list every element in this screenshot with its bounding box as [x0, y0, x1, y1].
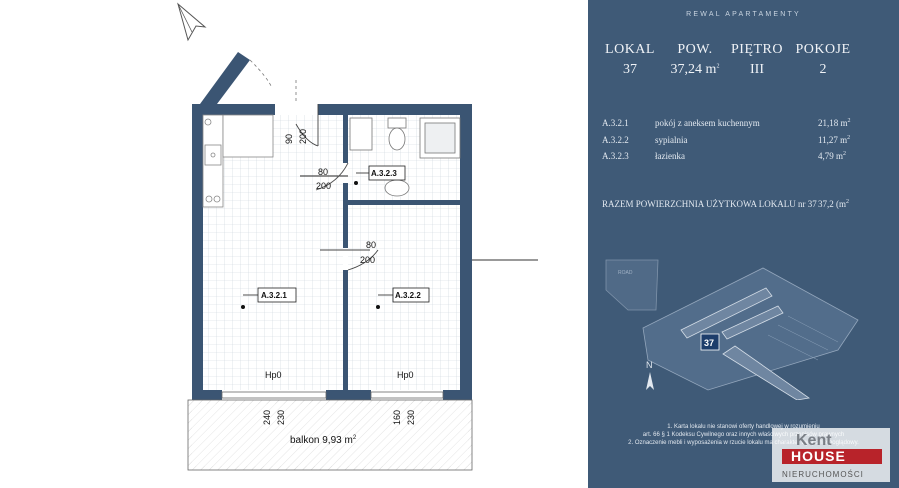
room-tag-1: A.3.2.1 — [241, 287, 297, 309]
unit-marker-label: 37 — [704, 338, 714, 348]
lokal-label: LOKAL — [605, 42, 655, 57]
kitchen-counter — [202, 114, 274, 208]
brand-title: REWAL APARTAMENTY — [686, 11, 801, 18]
total-area-value: 37,2 (m2 — [818, 199, 849, 209]
door-1-width: 90 — [284, 134, 294, 144]
door-2-width: 80 — [318, 167, 328, 177]
pow-label: POW. — [677, 42, 713, 57]
pow-value: 37,24 m2 — [670, 62, 720, 77]
site-map-road-label: ROAD — [618, 270, 633, 276]
door-3-height: 200 — [360, 255, 375, 265]
kent-house-logo: Kent HOUSE NIERUCHOMOŚCI — [772, 428, 890, 482]
compass-arrow-icon — [177, 2, 207, 42]
balcony-dim-2: 230 — [276, 410, 286, 425]
pokoje-column: POKOJE 2 — [788, 42, 858, 78]
balcony-dim-1: 240 — [262, 410, 272, 425]
lokal-column: LOKAL 37 — [595, 42, 665, 78]
room-tag-3: A.3.2.3 — [354, 165, 406, 185]
balcony — [187, 399, 473, 471]
apartment-info-panel: REWAL APARTAMENTY LOKAL 37 POW. 37,24 m2… — [588, 0, 899, 488]
walls — [192, 104, 472, 400]
door-2-height: 200 — [316, 181, 331, 191]
main-room-floor — [203, 115, 343, 390]
north-arrow-icon — [646, 372, 654, 390]
site-map: ROAD 37 N — [605, 259, 859, 400]
door-1-height: 200 — [298, 129, 308, 144]
bathroom-fixtures — [349, 117, 461, 197]
lokal-value: 37 — [623, 62, 637, 77]
svg-text:NIERUCHOMOŚCI: NIERUCHOMOŚCI — [782, 470, 864, 479]
unit-marker — [700, 333, 720, 351]
pietro-value: III — [750, 62, 764, 77]
pokoje-value: 2 — [819, 62, 827, 77]
floor-plan: 90 200 80 200 80 200 A.3.2.1 A.3.2.2 A.3… — [177, 2, 538, 471]
svg-text:A.3.2.2: A.3.2.2 — [395, 291, 421, 300]
window-label-1: Hp0 — [265, 370, 282, 380]
room-tag-2: A.3.2.2 — [376, 287, 430, 309]
windows — [221, 391, 444, 399]
door-3-width: 80 — [366, 240, 376, 250]
svg-text:Kent: Kent — [796, 432, 832, 449]
balcony-dim-3: 160 — [392, 410, 402, 425]
svg-text:A.3.2.3: A.3.2.3 — [371, 169, 397, 178]
pietro-column: PIĘTRO III — [722, 42, 792, 78]
wall-stub — [200, 52, 273, 108]
pietro-label: PIĘTRO — [731, 42, 783, 57]
svg-text:A.3.2.1: A.3.2.1 — [261, 291, 287, 300]
balcony-dim-4: 230 — [406, 410, 416, 425]
legal-notes: 1. Karta lokalu nie stanowi oferty handl… — [628, 424, 859, 446]
balcony-label: balkon 9,93 m2 — [290, 435, 357, 446]
pow-column: POW. 37,24 m2 — [660, 42, 730, 78]
pokoje-label: POKOJE — [795, 42, 851, 57]
north-label: N — [646, 360, 653, 370]
svg-text:HOUSE: HOUSE — [791, 448, 846, 464]
total-area-label: RAZEM POWIERZCHNIA UŻYTKOWA LOKALU nr 37 — [602, 199, 817, 209]
doors — [295, 104, 379, 271]
window-label-2: Hp0 — [397, 370, 414, 380]
